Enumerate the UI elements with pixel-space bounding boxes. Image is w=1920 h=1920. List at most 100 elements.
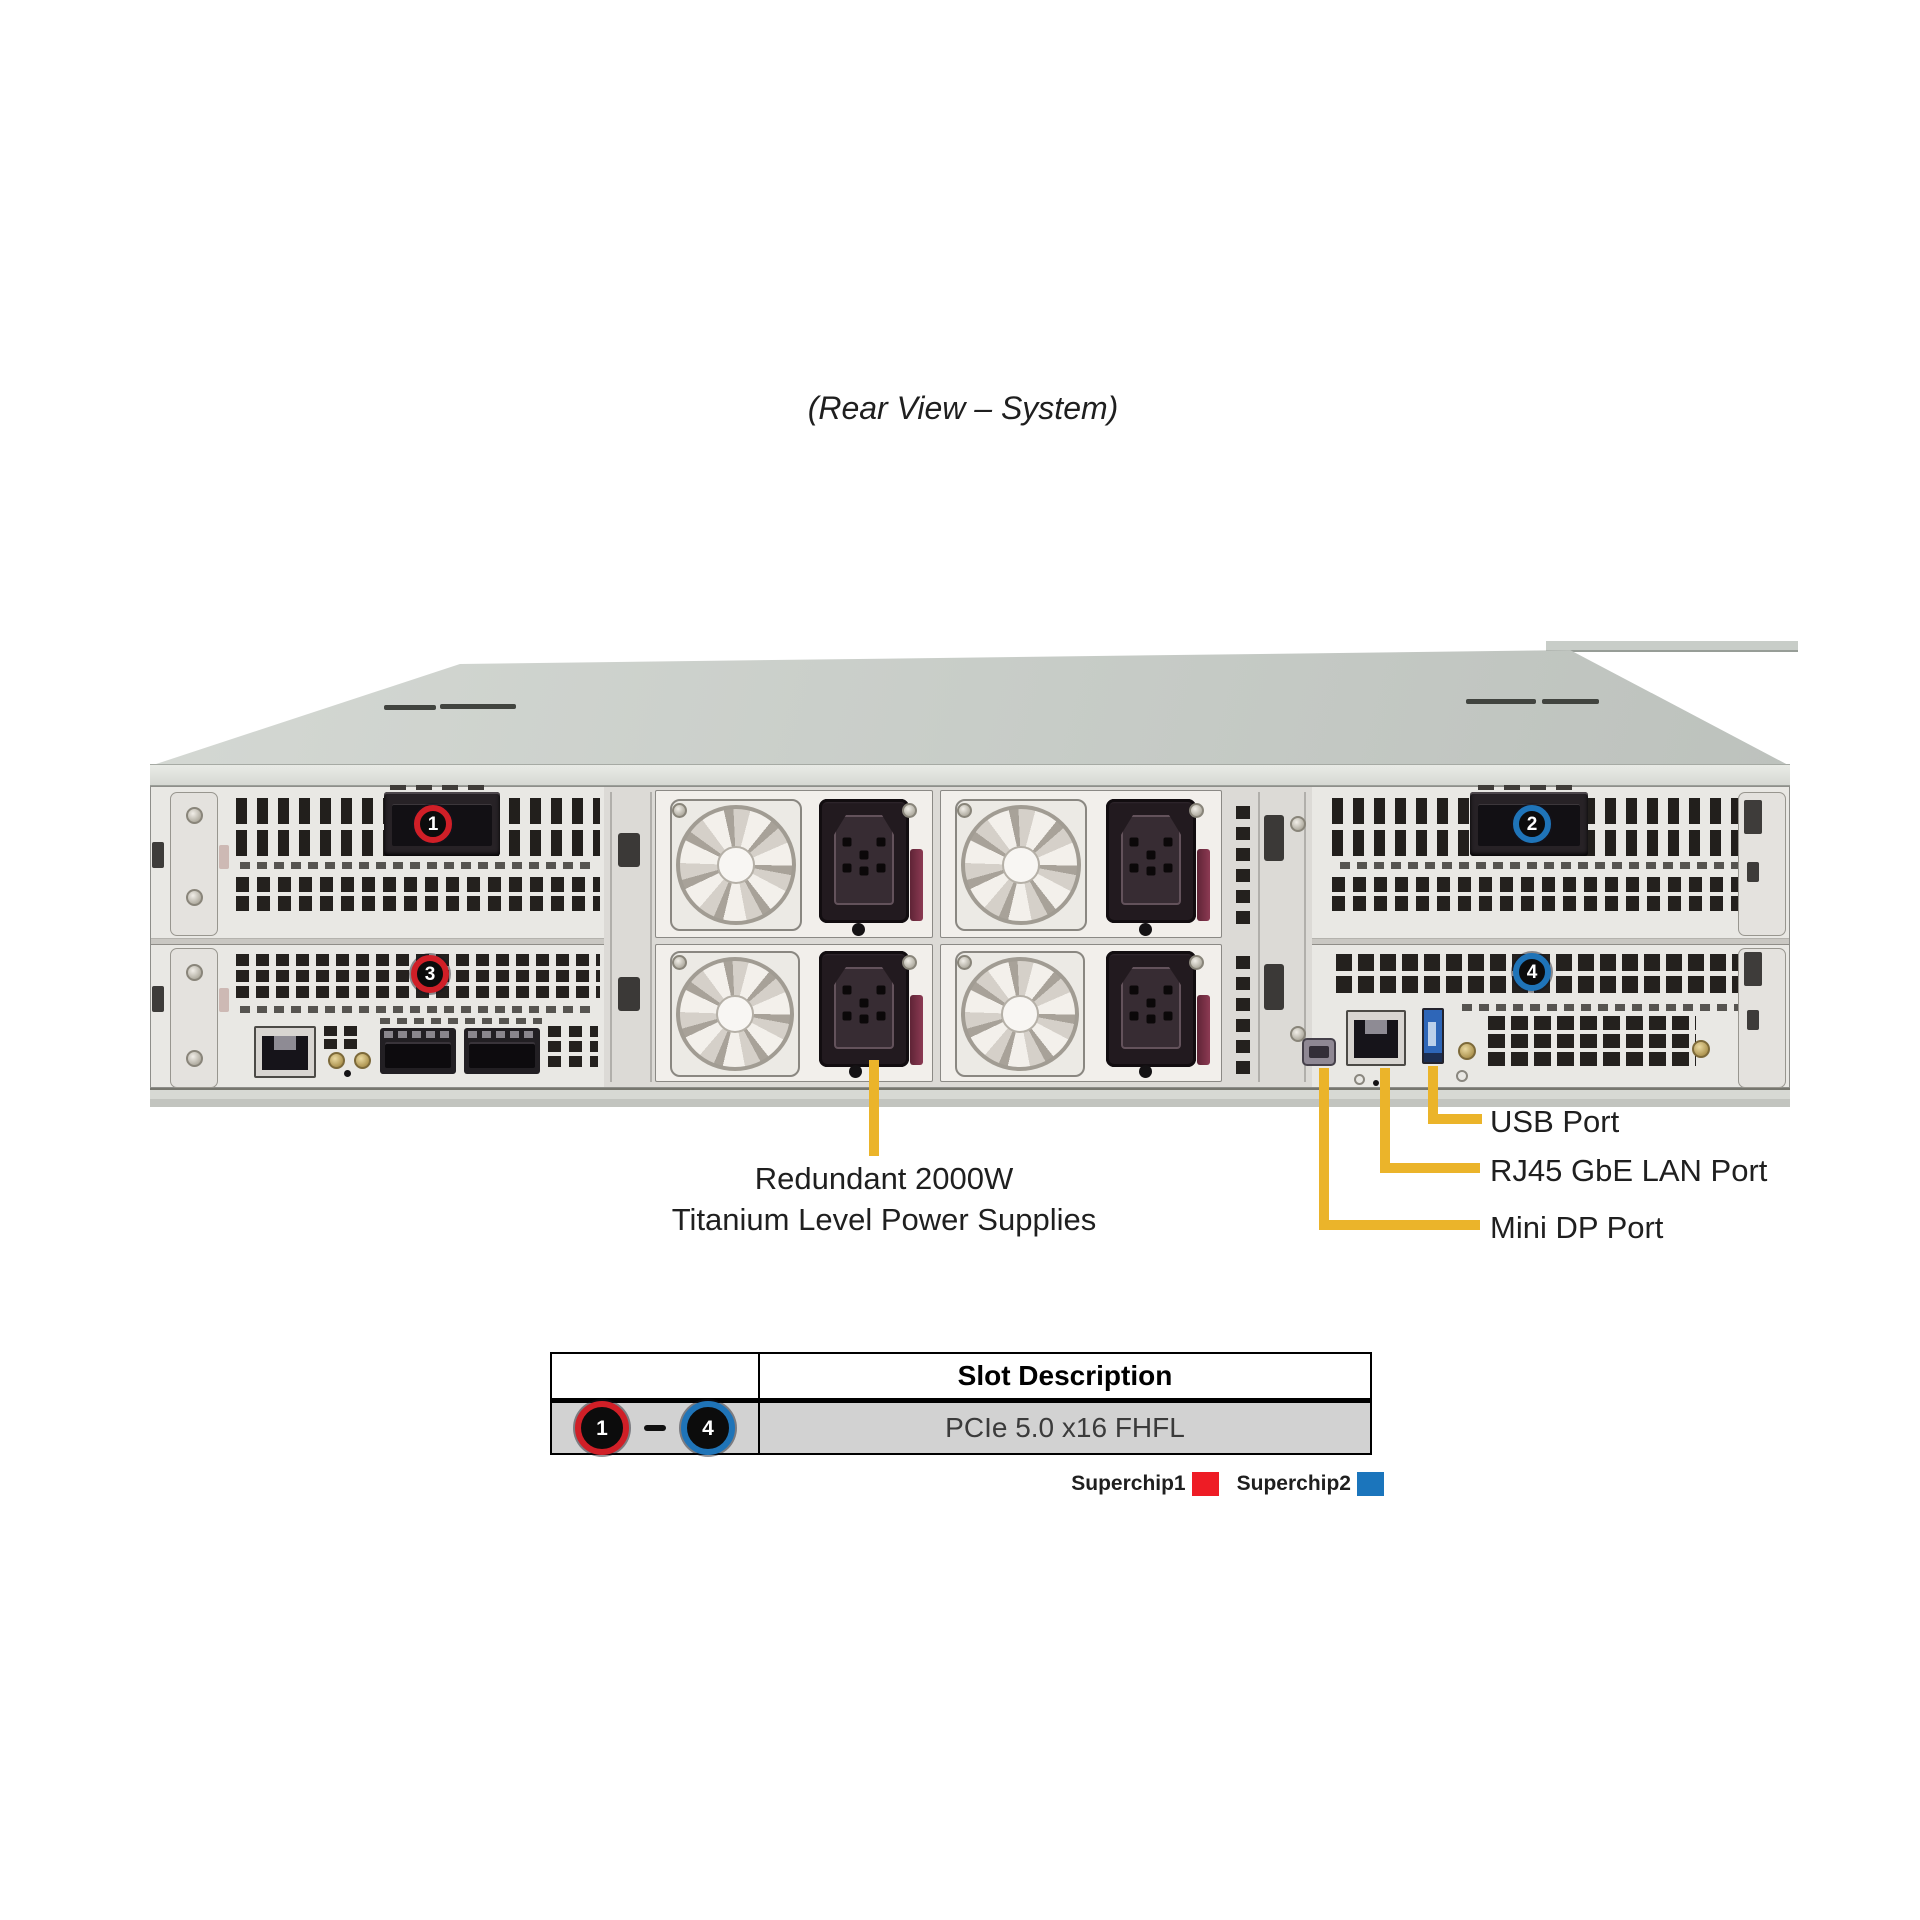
- psu-indicator-dot: [849, 1065, 862, 1078]
- card-screw: [1458, 1042, 1476, 1060]
- figure-title: (Rear View – System): [807, 390, 1119, 426]
- range-badge-to-number: 4: [702, 1416, 714, 1440]
- rail-latch-hook: [1747, 862, 1759, 882]
- psu-module-bottom-left: [655, 944, 933, 1082]
- slot-badge-4: 4: [1513, 953, 1551, 991]
- range-badge-to: 4: [681, 1401, 735, 1455]
- rail-latch-hook: [1747, 1010, 1759, 1030]
- slot2-lower-vents: [1332, 877, 1740, 892]
- bay-latch: [618, 833, 640, 867]
- psu-indicator-dot: [1139, 1065, 1152, 1078]
- divider-groove: [1304, 792, 1306, 1082]
- psu-fan: [670, 799, 802, 931]
- slot1-lower-vents: [236, 877, 600, 892]
- chassis-edge-tab: [152, 986, 164, 1012]
- chassis-bottom-shadow: [150, 1099, 1790, 1107]
- psu-screw: [902, 955, 917, 970]
- mini-dp-port: [1302, 1038, 1336, 1066]
- psu-module-bottom-right: [940, 944, 1222, 1082]
- psu-callout-line2: Titanium Level Power Supplies: [671, 1202, 1097, 1237]
- lid-vent-slot: [1542, 699, 1599, 704]
- psu-fan: [955, 799, 1087, 931]
- minidp-callout-line-v: [1319, 1068, 1329, 1230]
- port-label-marks: [390, 785, 494, 790]
- io-card-vents: [548, 1056, 598, 1067]
- legend-label-superchip2: Superchip2: [1236, 1472, 1351, 1495]
- psu-power-inlet: [819, 799, 909, 923]
- slot-badge-2-number: 2: [1526, 813, 1538, 835]
- table-header-row: Slot Description: [552, 1354, 1370, 1403]
- slot3-vent-row: [236, 986, 600, 998]
- usb-callout-label: USB Port: [1490, 1104, 1620, 1139]
- psu-callout-line: [869, 1060, 879, 1156]
- slot2-lower-vents: [1332, 896, 1740, 911]
- slot4-thin-vent-strip: [1462, 1004, 1740, 1011]
- usb-port: [1422, 1008, 1444, 1064]
- io-card-vents: [1488, 1034, 1696, 1048]
- usb-callout-line-h: [1428, 1114, 1482, 1124]
- table-slot-range-cell: 1 4: [552, 1401, 760, 1455]
- psu-power-inlet: [819, 951, 909, 1067]
- rj45-gbe-lan-port: [1346, 1010, 1406, 1066]
- slot1-lower-vents: [236, 896, 600, 911]
- lan-callout-label: RJ45 GbE LAN Port: [1490, 1153, 1768, 1188]
- io-card-vents: [548, 1026, 598, 1037]
- slot3-thin-vent-strip: [240, 1006, 596, 1013]
- slot-badge-4-number: 4: [1526, 961, 1538, 983]
- psu-latch: [1197, 849, 1210, 921]
- rail-latch-hook: [1744, 952, 1762, 986]
- legend-swatch-superchip2: [1357, 1472, 1384, 1496]
- bay-latch: [1264, 964, 1284, 1010]
- usb-callout-line-v: [1428, 1066, 1438, 1124]
- bracket-screw: [1290, 1026, 1306, 1042]
- side-vent-column: [1236, 806, 1250, 930]
- psu-module-top-left: [655, 790, 933, 938]
- psu-screw: [672, 803, 687, 818]
- minidp-callout-label: Mini DP Port: [1490, 1210, 1664, 1245]
- bay-latch: [1264, 815, 1284, 861]
- psu-fan: [955, 951, 1085, 1077]
- port-label-marks: [1478, 785, 1582, 790]
- slot-badge-1: 1: [414, 805, 452, 843]
- slot1-thin-vent-strip: [240, 862, 596, 869]
- psu-module-top-right: [940, 790, 1222, 938]
- io-card-vents: [324, 1039, 364, 1049]
- card-hinge-tab: [219, 988, 229, 1012]
- side-vent-column: [1236, 956, 1250, 1074]
- chassis-rear-lip: [1546, 641, 1798, 652]
- io-card-vents: [1488, 1016, 1696, 1030]
- psu-power-inlet: [1106, 951, 1196, 1067]
- rail-screw: [186, 889, 203, 906]
- lid-vent-slot: [384, 705, 436, 710]
- lid-vent-slot: [1466, 699, 1536, 704]
- card-screw: [1692, 1040, 1710, 1058]
- lan-callout-line-v: [1380, 1068, 1390, 1173]
- lan-callout-line-h: [1380, 1163, 1480, 1173]
- slot-badge-2: 2: [1513, 805, 1551, 843]
- qsfp-label-marks: [380, 1018, 542, 1024]
- card-hinge-tab: [219, 845, 229, 869]
- divider-groove: [1258, 792, 1260, 1082]
- psu-screw: [1189, 803, 1204, 818]
- psu-screw: [672, 955, 687, 970]
- psu-callout-line1: Redundant 2000W: [754, 1161, 1014, 1196]
- psu-callout-label: Redundant 2000W Titanium Level Power Sup…: [584, 1158, 1184, 1240]
- psu-power-inlet: [1106, 799, 1196, 923]
- table-data-row: 1 4 PCIe 5.0 x16 FHFL: [552, 1401, 1370, 1455]
- slot2-thin-vent-strip: [1340, 862, 1740, 869]
- range-dash-icon: [644, 1425, 666, 1431]
- bracket-screw: [1290, 816, 1306, 832]
- superchip-legend: Superchip1 Superchip2: [1071, 1472, 1384, 1496]
- panel-mark: [1373, 1080, 1379, 1086]
- chassis-bottom-edge: [150, 1088, 1790, 1099]
- rail-screw: [186, 964, 203, 981]
- slot-description-table: Slot Description 1 4 PCIe 5.0 x16 FHFL: [550, 1352, 1372, 1455]
- card-hole: [1456, 1070, 1468, 1082]
- chassis-edge-tab: [152, 842, 164, 868]
- io-card-vents: [324, 1026, 364, 1036]
- table-header-cell: Slot Description: [957, 1360, 1173, 1391]
- card-dot: [344, 1070, 351, 1077]
- panel-mark: [1354, 1074, 1365, 1085]
- psu-fan: [670, 951, 800, 1077]
